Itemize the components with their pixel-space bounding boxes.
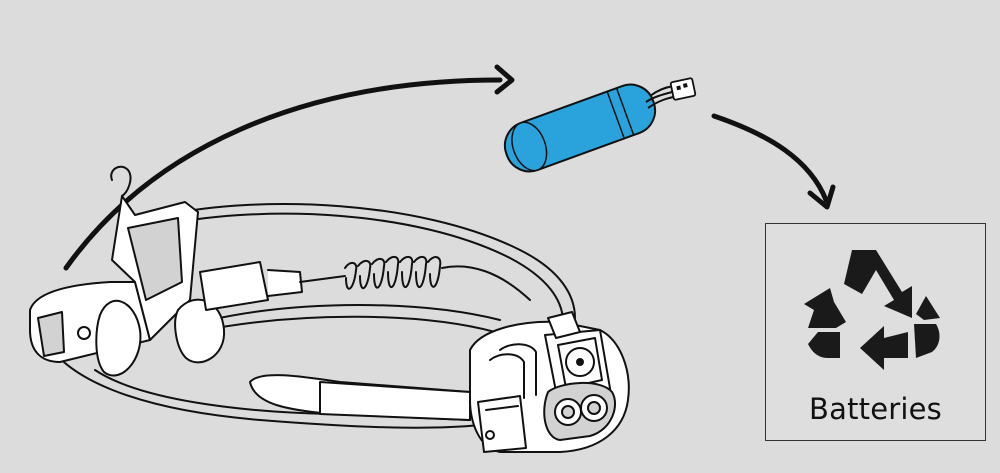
headlamp-illustration — [29, 165, 630, 453]
recycle-label: Batteries — [809, 392, 942, 426]
recycle-icon — [804, 250, 940, 370]
battery-pack — [503, 77, 697, 173]
recycle-bin-box: Batteries — [765, 223, 986, 441]
arrow-to-battery — [63, 64, 515, 271]
arrow-to-recycle — [711, 113, 836, 210]
